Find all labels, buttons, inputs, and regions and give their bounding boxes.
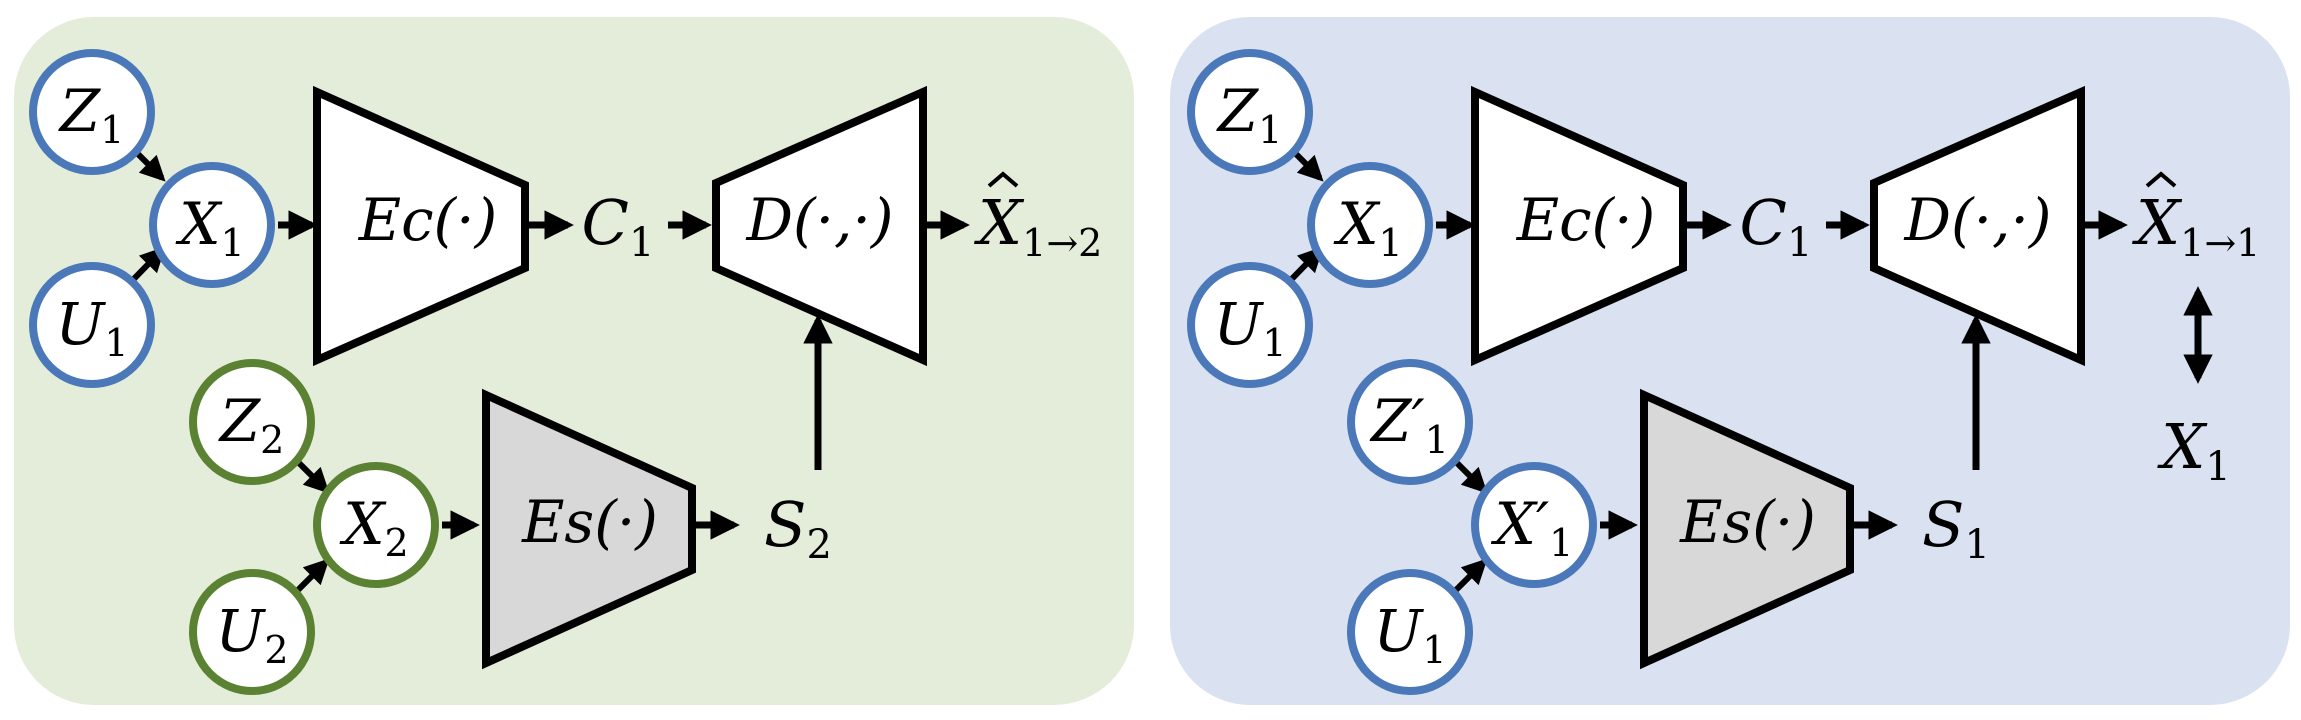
node-u1: U1 [1187,262,1313,388]
node-x1-base: X [175,190,223,258]
svg-text:Z′1: Z′1 [1369,387,1449,462]
svg-text:X1: X1 [175,190,244,265]
content-encoder-block [313,85,529,367]
decoder-label: D(·,·) [745,186,893,254]
node-z1-base: Z [1216,77,1260,145]
label-c1: C1 [1740,186,1813,266]
svg-text:X′1: X′1 [1491,490,1574,565]
node-x1-prime-base: X′ [1491,490,1549,558]
svg-text:X1→2: X1→2 [974,186,1102,265]
svg-text:U2: U2 [215,597,288,672]
svg-text:Z2: Z2 [218,387,285,462]
label-s2: S2 [764,488,832,568]
label-output-reconstruction: X1→1 [2132,171,2260,265]
label-c1: C1 [582,186,655,266]
style-encoder-block [1640,388,1854,670]
svg-text:Z1: Z1 [1216,77,1283,152]
svg-text:U1: U1 [55,290,128,365]
svg-text:X1→1: X1→1 [2132,186,2260,265]
node-u1-sub: 1 [1262,321,1286,365]
panel-right: Ec(·) D(·,·) Es(·) Z1 U1 X1 Z′1 U1 [1170,17,2290,705]
hat-accent [987,171,1019,188]
node-z2-base: Z [218,387,262,455]
label-output-reconstruction: X1→2 [974,171,1102,265]
decoder-block [1870,85,2085,367]
svg-text:X2: X2 [339,490,408,565]
content-encoder-label: Ec(·) [358,186,498,254]
node-u2: U2 [189,569,315,695]
node-u2-base: U [215,597,266,665]
node-z1-sub: 1 [1258,108,1282,152]
hat-accent [2145,171,2177,188]
style-encoder-label: Es(·) [1679,488,1816,556]
node-u1-lower: U1 [1347,569,1473,695]
content-encoder-label: Ec(·) [1516,186,1656,254]
node-z2: Z2 [189,359,315,485]
node-x2-base: X [339,490,387,558]
style-encoder-block [482,388,696,670]
node-x1-sub: 1 [221,221,245,265]
svg-text:U1: U1 [1213,290,1286,365]
style-encoder-label: Es(·) [521,488,658,556]
label-s1: S1 [1922,488,1990,568]
node-z1-sub: 1 [100,108,124,152]
svg-text:U1: U1 [1373,597,1446,672]
node-u2-sub: 2 [264,628,288,672]
node-z1: Z1 [1187,49,1313,175]
content-encoder-block [1471,85,1687,367]
node-z1: Z1 [29,49,155,175]
node-z2-sub: 2 [260,418,284,462]
node-x1: X1 [1307,162,1433,288]
node-u1-base: U [1213,290,1264,358]
node-x1-prime-sub: 1 [1549,521,1573,565]
node-u1-lower-sub: 1 [1422,628,1446,672]
node-z1-prime: Z′1 [1347,359,1473,485]
node-x1-sub: 1 [1379,221,1403,265]
node-x1: X1 [149,162,275,288]
node-u1-sub: 1 [104,321,128,365]
svg-text:X1: X1 [1333,190,1402,265]
node-x2: X2 [313,462,439,588]
node-x1-prime: X′1 [1471,462,1597,588]
decoder-label: D(·,·) [1903,186,2051,254]
node-u1: U1 [29,262,155,388]
label-target-x1: X1 [2157,410,2231,490]
node-z1-prime-sub: 1 [1425,418,1449,462]
node-x1-base: X [1333,190,1381,258]
node-u1-lower-base: U [1373,597,1424,665]
node-u1-base: U [55,290,106,358]
node-z1-prime-base: Z′ [1369,387,1424,455]
decoder-block [712,85,927,367]
node-z1-base: Z [58,77,102,145]
svg-text:Z1: Z1 [58,77,125,152]
node-x2-sub: 2 [385,521,409,565]
panel-left: Ec(·) D(·,·) Es(·) Z1 U1 X1 Z2 U2 [14,17,1134,705]
